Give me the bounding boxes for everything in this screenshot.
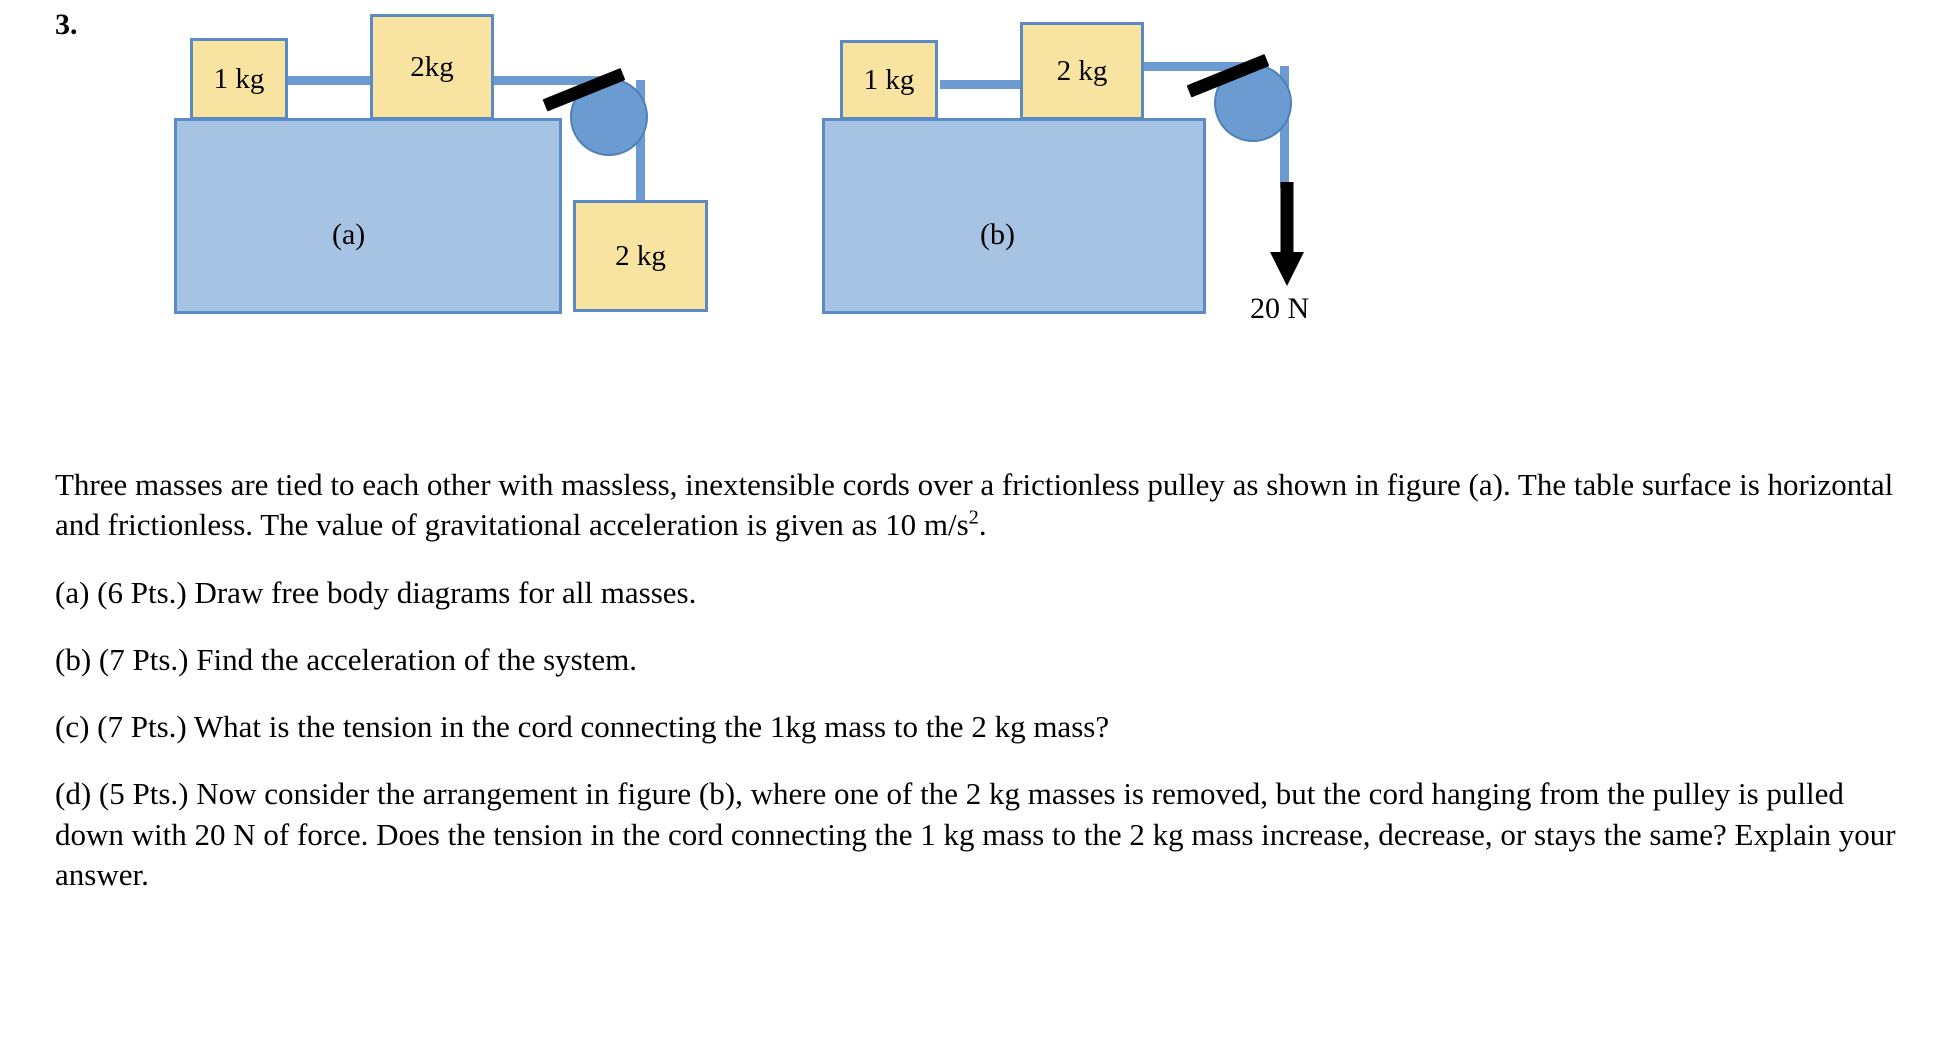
question-body: Three masses are tied to each other with… [55, 465, 1915, 895]
cord-1kg-to-2kg [282, 76, 376, 85]
figure-b: 20 N 1 kg 2 kg (b) [818, 0, 1558, 400]
block-1kg: 1 kg [840, 40, 938, 120]
item-b: (b) (7 Pts.) Find the acceleration of th… [55, 641, 637, 677]
cord-2kg-to-pulley [1140, 62, 1268, 71]
cord-pulley-to-hanging-block [636, 80, 645, 202]
force-label-20n: 20 N [1250, 292, 1310, 325]
block-2kg-hanging-label: 2 kg [615, 239, 666, 272]
intro-line-2-after: . [978, 507, 987, 543]
block-2kg-table: 2 kg [1020, 22, 1144, 120]
figure-a-caption: (a) [332, 218, 366, 251]
intro-line-1: Three masses are tied to each other with… [55, 467, 1511, 502]
intro-exponent: 2 [968, 506, 979, 529]
block-1kg-label: 1 kg [213, 62, 265, 95]
block-1kg-label: 1 kg [863, 63, 915, 96]
pulley [1214, 64, 1292, 142]
table-surface [174, 118, 562, 314]
cord-2kg-to-pulley [488, 76, 616, 85]
item-d: (d) (5 Pts.) Now consider the arrangemen… [55, 776, 1896, 893]
figure-a: 1 kg 2kg 2 kg (a) [170, 0, 730, 400]
cord-pulley-hanging [1280, 66, 1289, 188]
item-a: (a) (6 Pts.) Draw free body diagrams for… [55, 574, 697, 610]
figure-area: 1 kg 2kg 2 kg (a) 20 N [0, 0, 1956, 400]
block-2kg-table-label: 2kg [410, 50, 454, 83]
block-2kg-table-label: 2 kg [1056, 54, 1108, 87]
block-2kg-hanging: 2 kg [573, 200, 708, 312]
item-c: (c) (7 Pts.) What is the tension in the … [55, 709, 1110, 745]
intro-paragraph: Three masses are tied to each other with… [55, 465, 1915, 546]
question-number: 3. [55, 8, 78, 41]
table-surface [822, 118, 1206, 314]
force-arrow-20n [1270, 182, 1304, 286]
figure-b-caption: (b) [980, 218, 1015, 251]
block-1kg: 1 kg [190, 38, 288, 120]
cord-1kg-to-2kg [940, 80, 1022, 89]
intro-line-2-before: The table surface is horizontal and fric… [55, 467, 1894, 543]
block-2kg-table: 2kg [370, 14, 494, 120]
